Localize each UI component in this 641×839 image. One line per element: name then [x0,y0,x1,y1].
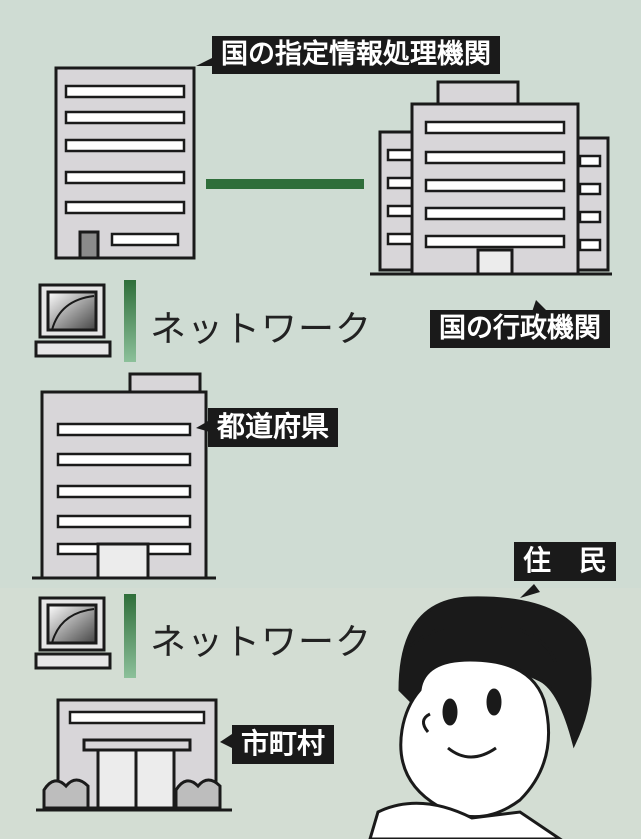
label-prefecture: 都道府県 [208,408,339,447]
network-line-upper [124,280,136,362]
building-national-processing-agency [54,66,196,260]
label-resident: 住 民 [514,542,617,581]
building-national-government [370,80,612,276]
link-national [206,179,364,189]
network-label-lower: ネットワーク [150,622,373,663]
label-municipality: 市町村 [232,725,335,764]
label-pointers [196,58,548,748]
building-prefecture [32,372,216,580]
computer-icon [34,596,112,670]
computer-icon [34,283,112,358]
label-national-processing-agency: 国の指定情報処理機関 [212,36,500,74]
building-municipality [36,698,232,812]
label-national-government: 国の行政機関 [430,310,610,348]
resident-character [368,596,592,839]
network-label-upper: ネットワーク [150,309,373,350]
network-line-lower [124,594,136,678]
